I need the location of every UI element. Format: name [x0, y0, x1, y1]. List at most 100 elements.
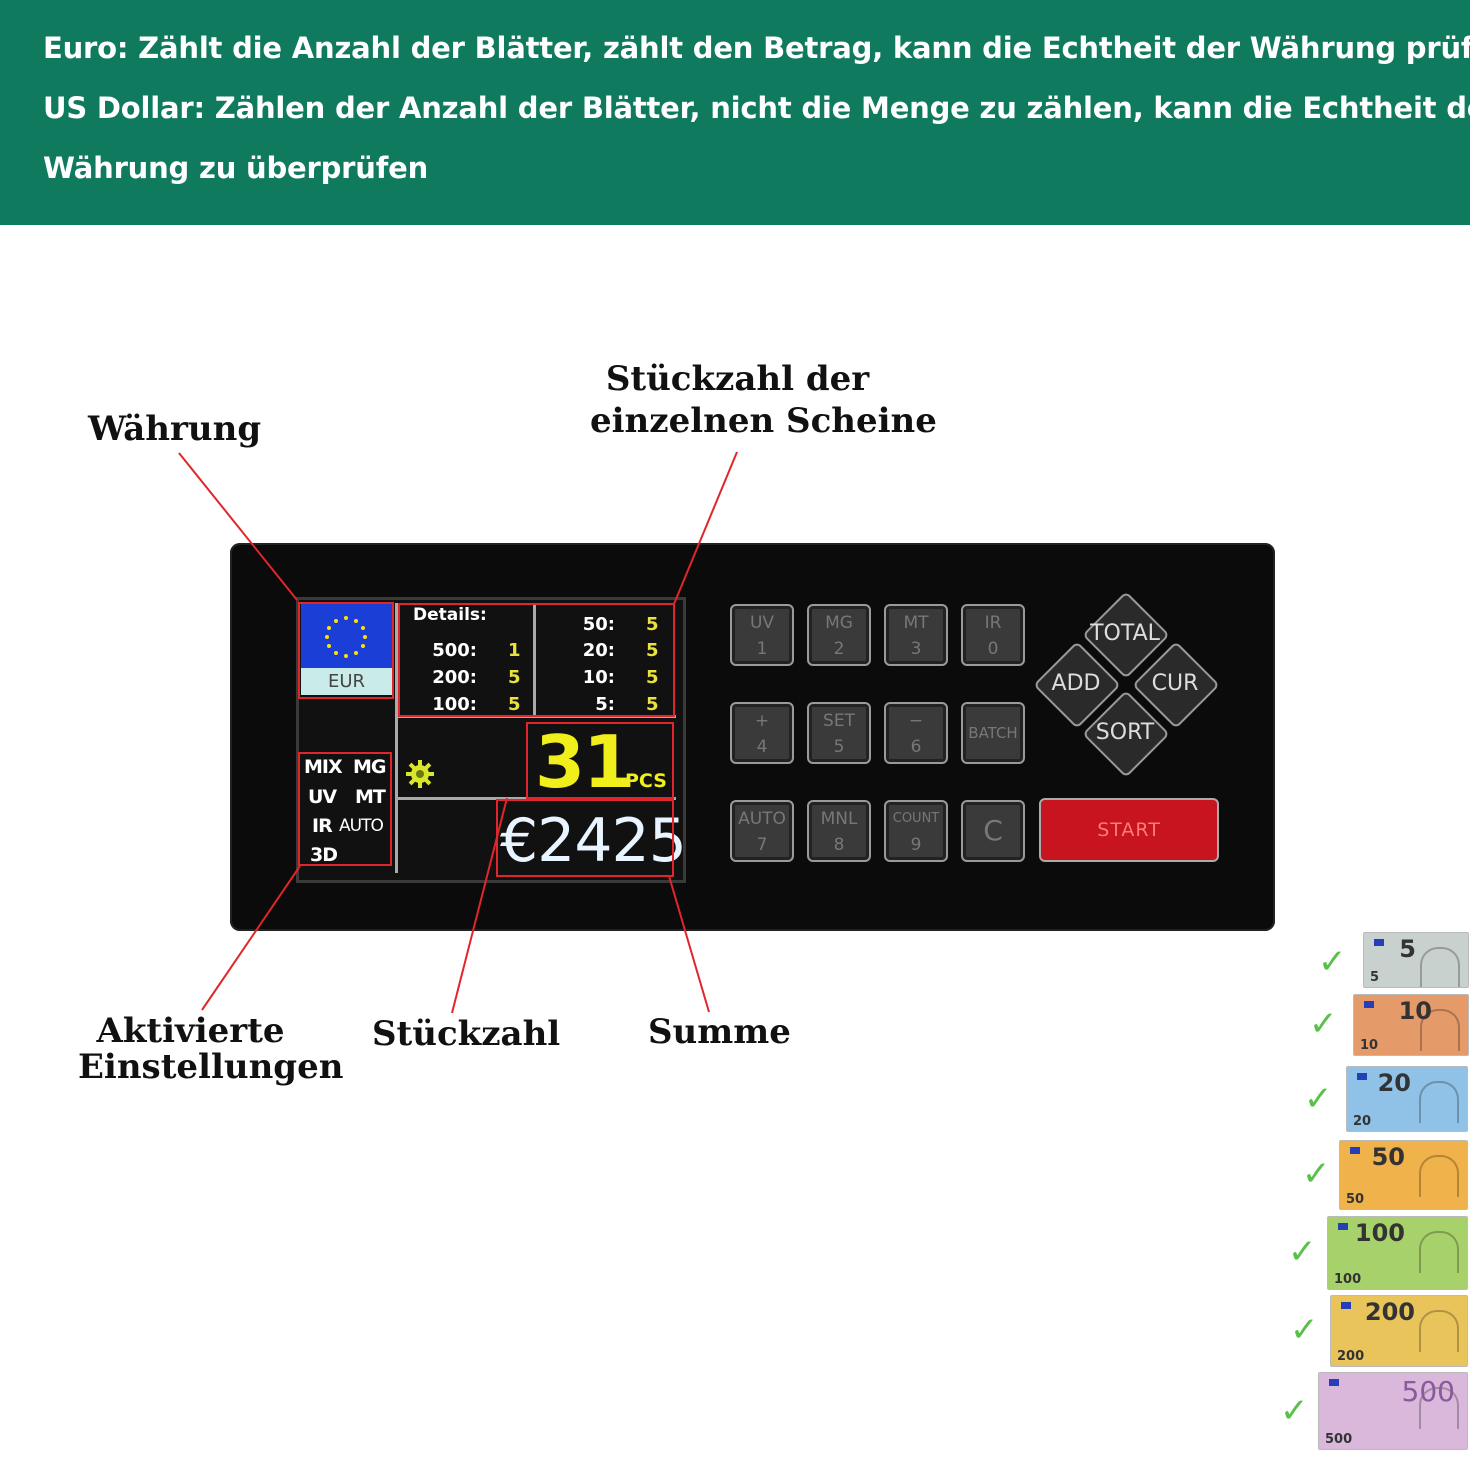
key-total-label: TOTAL [1090, 621, 1160, 646]
banknote-100: 100 100 [1327, 1216, 1468, 1290]
start-button[interactable]: START [1039, 798, 1219, 862]
key-label-top: UV [749, 613, 775, 633]
mode-mt: MT [355, 786, 386, 808]
key-label-top: MNL [820, 809, 858, 829]
total-amount: €2425 [500, 806, 687, 876]
key-label-top: + [754, 711, 770, 731]
sun-gear-icon [406, 760, 434, 788]
banknote-small-value: 50 [1346, 1192, 1365, 1207]
key-add-label: ADD [1051, 671, 1101, 696]
detail-count: 5 [646, 614, 659, 635]
key-label-top: MT [903, 613, 929, 633]
banknote-value: 20 [1377, 1069, 1411, 1097]
banknote-value: 500 [1401, 1375, 1455, 1408]
eu-flag-mini-icon [1329, 1379, 1339, 1386]
key-clear[interactable]: C [961, 800, 1025, 862]
screen-divider-left [395, 603, 398, 873]
key-label-bottom: 7 [756, 835, 768, 855]
key-label-bottom: 4 [756, 737, 768, 757]
callout-pieces: Stückzahl [372, 1014, 561, 1054]
check-icon: ✓ [1318, 942, 1347, 982]
detail-row: 100: 5 [400, 694, 522, 718]
eu-flag-icon [301, 604, 392, 668]
detail-count: 5 [646, 667, 659, 688]
detail-row: 10: 5 [540, 667, 670, 691]
key-auto-7[interactable]: AUTO 7 [730, 800, 794, 862]
banknote-value: 100 [1354, 1219, 1405, 1247]
banknote-200: 200 200 [1330, 1295, 1468, 1367]
check-icon: ✓ [1302, 1154, 1331, 1194]
detail-count: 1 [508, 640, 521, 661]
callout-settings-line2: Einstellungen [78, 1047, 344, 1087]
banner-line-1: Euro: Zählt die Anzahl der Blätter, zähl… [43, 31, 1470, 65]
callout-single-count-line2: einzelnen Scheine [590, 401, 937, 441]
details-title: Details: [413, 605, 487, 625]
mode-auto: AUTO [339, 816, 384, 836]
callout-settings: Aktivierte Einstellungen [78, 1013, 344, 1087]
key-label-top: IR [984, 613, 1002, 633]
eu-flag-mini-icon [1357, 1073, 1367, 1080]
currency-code: EUR [301, 668, 392, 695]
banknote-10: 10 10 [1353, 994, 1469, 1056]
detail-denomination: 100: [432, 694, 477, 715]
key-ir-0[interactable]: IR 0 [961, 604, 1025, 666]
key-mt-3[interactable]: MT 3 [884, 604, 948, 666]
key-label-top: SET [823, 711, 855, 731]
callout-currency: Währung [88, 409, 262, 449]
key-mnl-8[interactable]: MNL 8 [807, 800, 871, 862]
key-label-bottom: 5 [833, 737, 845, 757]
eu-flag-mini-icon [1338, 1223, 1348, 1230]
key-batch[interactable]: BATCH [961, 702, 1025, 764]
arch-icon [1419, 1231, 1459, 1273]
banknote-500: 500 500 [1318, 1372, 1468, 1450]
banknote-50: 50 50 [1339, 1140, 1468, 1210]
banknote-small-value: 5 [1370, 970, 1380, 985]
detail-row: 200: 5 [400, 667, 522, 691]
check-icon: ✓ [1290, 1310, 1319, 1350]
arch-icon [1419, 1081, 1459, 1123]
key-label-top: − [908, 711, 924, 731]
screen-divider-details [533, 603, 536, 715]
arch-icon [1420, 1009, 1460, 1051]
key-minus-6[interactable]: −6 [884, 702, 948, 764]
check-icon: ✓ [1288, 1232, 1317, 1272]
pieces-unit: PCS [625, 770, 667, 792]
banknote-small-value: 100 [1334, 1272, 1362, 1287]
arch-icon [1419, 1310, 1459, 1352]
eu-flag-mini-icon [1350, 1147, 1360, 1154]
mode-3d: 3D [310, 844, 338, 866]
key-label-bottom: 8 [833, 835, 845, 855]
detail-row: 5: 5 [540, 694, 670, 718]
arch-icon [1419, 1155, 1459, 1197]
key-label-top: AUTO [738, 809, 786, 829]
key-set-5[interactable]: SET 5 [807, 702, 871, 764]
key-label-bottom: 0 [987, 639, 999, 659]
banknote-value: 5 [1399, 935, 1416, 963]
detail-count: 5 [646, 640, 659, 661]
arch-icon [1420, 947, 1460, 987]
check-icon: ✓ [1309, 1004, 1338, 1044]
key-sort-label: SORT [1095, 720, 1155, 745]
key-mg-2[interactable]: MG 2 [807, 604, 871, 666]
detail-denomination: 500: [432, 640, 477, 661]
pieces-count: 31 [535, 720, 633, 804]
detail-denomination: 10: [582, 667, 615, 688]
mode-uv: UV [308, 786, 337, 808]
mode-ir: IR [312, 815, 333, 837]
key-label-bottom: 2 [833, 639, 845, 659]
key-label-bottom: 1 [756, 639, 768, 659]
eu-flag-mini-icon [1374, 939, 1384, 946]
detail-count: 5 [508, 694, 521, 715]
key-label-top: COUNT [892, 811, 940, 826]
banknote-value: 200 [1364, 1298, 1415, 1326]
banknote-small-value: 500 [1325, 1432, 1353, 1447]
key-label-bottom: 3 [910, 639, 922, 659]
arch-icon [1419, 1387, 1459, 1429]
banknote-value: 50 [1371, 1143, 1405, 1171]
key-plus-4[interactable]: +4 [730, 702, 794, 764]
check-icon: ✓ [1304, 1079, 1333, 1119]
detail-row: 50: 5 [540, 614, 670, 638]
key-uv-1[interactable]: UV 1 [730, 604, 794, 666]
key-label-top: MG [825, 613, 853, 633]
